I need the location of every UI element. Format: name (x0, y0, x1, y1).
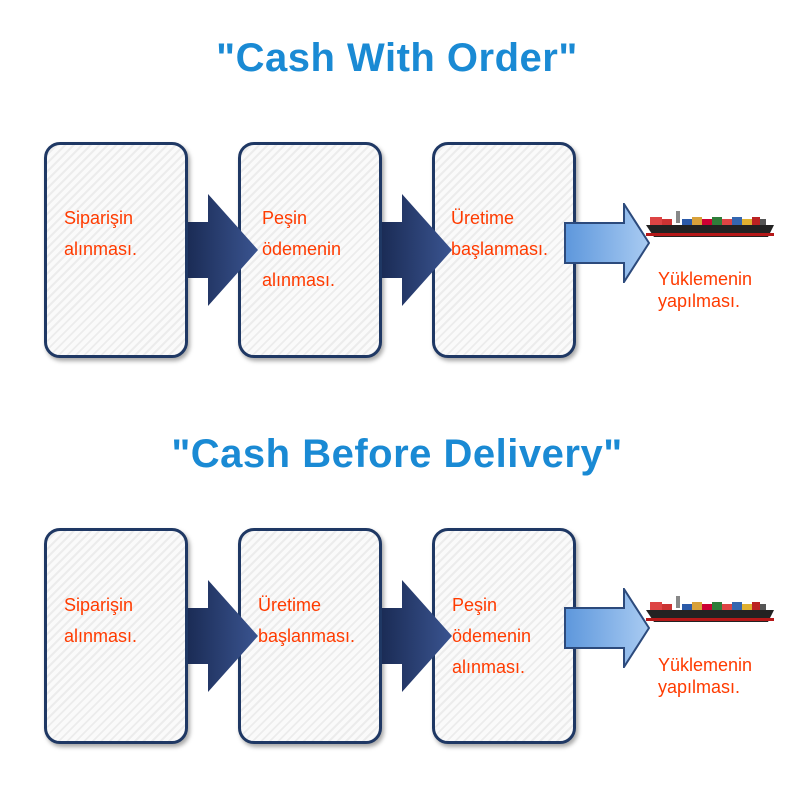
section-1-step-1-box (44, 142, 188, 358)
light-arrow-icon (564, 588, 650, 668)
section-2-title: "Cash Before Delivery" (171, 432, 623, 476)
section-2-step-1-box (44, 528, 188, 744)
light-arrow-icon (564, 203, 650, 283)
section-1-title: "Cash With Order" (216, 36, 578, 80)
section-2-step-2-box (238, 528, 382, 744)
chevron-arrow-icon (382, 194, 452, 306)
chevron-arrow-icon (382, 580, 452, 692)
chevron-arrow-icon (188, 580, 258, 692)
container-ship-icon (646, 211, 774, 237)
section-1-step-2-box (238, 142, 382, 358)
chevron-arrow-icon (188, 194, 258, 306)
container-ship-icon (646, 596, 774, 622)
